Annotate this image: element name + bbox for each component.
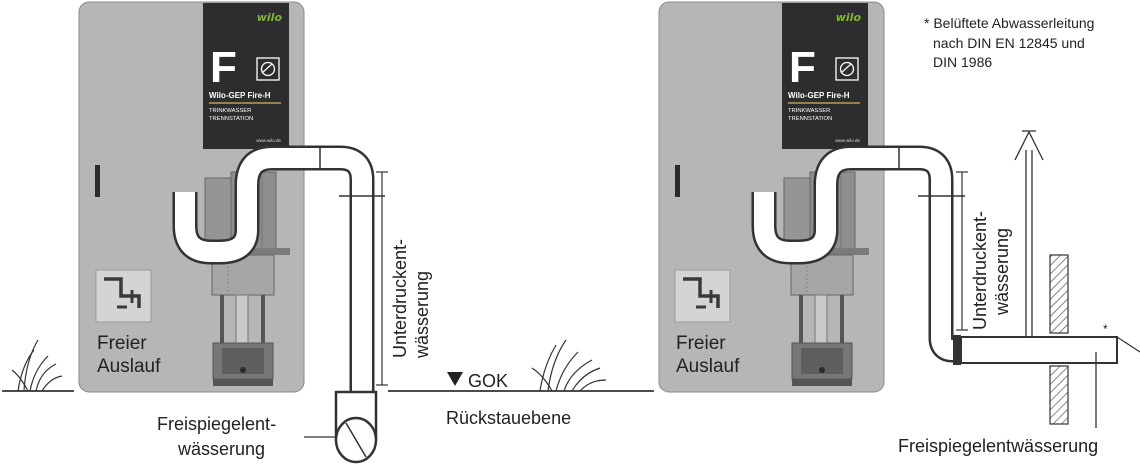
wilo-logo: wilo	[257, 11, 283, 24]
gravity-drain-label-1: Freispiegelent-	[157, 414, 276, 434]
dimension-line	[956, 171, 968, 331]
product-subtitle-1: TRINKWASSER	[788, 108, 830, 114]
brand-panel: wilo F Wilo-GEP Fire-H TRINKWASSER TRENN…	[203, 3, 289, 149]
brand-panel: wilo F Wilo-GEP Fire-H TRINKWASSER TRENN…	[782, 3, 868, 149]
panel-background	[782, 3, 868, 149]
website: www.wilo.de	[835, 138, 860, 143]
free-outlet-label-2: Auslauf	[97, 356, 161, 377]
vacuum-drain-label-1: Unterdruckent-	[390, 239, 410, 358]
vacuum-drain-label-2: wässerung	[412, 271, 432, 359]
wall-section	[1049, 254, 1069, 334]
pipe-coupling	[953, 335, 961, 365]
vacuum-drain-label-2: wässerung	[992, 228, 1012, 316]
free-outlet-icon	[674, 269, 731, 323]
ground-level-label: GOK	[468, 371, 508, 391]
footnote-line-2: nach DIN EN 12845 und	[933, 35, 1085, 51]
cabinet-handle	[675, 165, 680, 197]
product-subtitle-2: TRENNSTATION	[209, 116, 253, 122]
free-outlet-icon	[95, 269, 152, 323]
wilo-logo: wilo	[836, 11, 862, 24]
backflow-level-label: Rückstauebene	[446, 408, 571, 428]
panel-letter: F	[210, 43, 237, 92]
gravity-drain-label-2: wässerung	[177, 439, 265, 459]
footnote-line-3: DIN 1986	[933, 54, 992, 70]
pump-symbol-icon	[835, 57, 859, 81]
footnote-line-1: * Belüftete Abwasserleitung	[924, 15, 1094, 31]
product-name: Wilo-GEP Fire-H	[788, 91, 850, 100]
free-outlet-label-1: Freier	[676, 333, 726, 354]
vacuum-drain-pipe	[172, 145, 385, 464]
asterisk-marker: *	[1103, 322, 1108, 336]
product-subtitle-1: TRINKWASSER	[209, 108, 251, 114]
ground-level-marker-icon	[447, 372, 463, 386]
vacuum-drain-pipe	[751, 145, 1118, 365]
panel-letter: F	[789, 43, 816, 92]
left-diagram: wilo F Wilo-GEP Fire-H TRINKWASSER TRENN…	[2, 1, 654, 464]
cabinet-handle	[95, 165, 100, 197]
pump-symbol-icon	[256, 57, 280, 81]
wall-section	[1049, 365, 1069, 425]
grass-icon	[11, 339, 63, 392]
right-diagram: wilo F Wilo-GEP Fire-H TRINKWASSER TRENN…	[658, 1, 1140, 456]
free-outlet-label-2: Auslauf	[676, 356, 740, 377]
gravity-drain-label: Freispiegelentwässerung	[898, 436, 1098, 456]
slope-line	[1116, 336, 1140, 353]
vacuum-drain-label-1: Unterdruckent-	[970, 211, 990, 330]
vent-arrow-icon	[1014, 130, 1044, 337]
website: www.wilo.de	[256, 138, 281, 143]
product-name: Wilo-GEP Fire-H	[209, 91, 271, 100]
dimension-line	[376, 171, 388, 386]
free-outlet-label-1: Freier	[97, 333, 147, 354]
product-subtitle-2: TRENNSTATION	[788, 116, 832, 122]
grass-icon	[531, 339, 607, 392]
panel-background	[203, 3, 289, 149]
